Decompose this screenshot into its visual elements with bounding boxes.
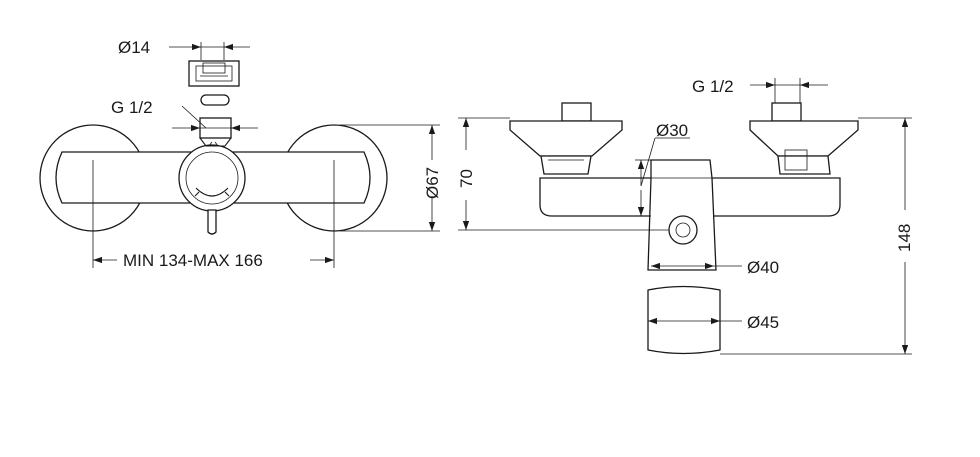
spout <box>647 285 721 355</box>
label-thread-left: G 1/2 <box>111 98 153 117</box>
label-outlet-diameter: Ø30 <box>656 121 688 140</box>
left-handle <box>509 120 623 157</box>
side-view <box>458 78 912 355</box>
connector-ring <box>668 215 698 245</box>
seal-ring <box>200 94 230 106</box>
left-spindle <box>561 102 592 122</box>
knob-lever <box>207 209 217 235</box>
label-span: MIN 134-MAX 166 <box>123 251 263 270</box>
label-spout-diameter: Ø45 <box>747 313 779 332</box>
filter-nut <box>188 60 240 87</box>
front-view <box>39 42 440 268</box>
center-column <box>647 159 717 271</box>
label-height-top: 70 <box>457 169 476 188</box>
control-knob <box>178 144 246 212</box>
label-neck-diameter: Ø40 <box>747 258 779 277</box>
label-thread-right: G 1/2 <box>692 77 734 96</box>
label-nut-diameter: Ø14 <box>118 38 150 57</box>
right-spindle <box>771 102 802 122</box>
label-total-height: 148 <box>895 224 914 252</box>
right-handle <box>749 120 859 157</box>
label-flange-diameter: Ø67 <box>423 167 442 199</box>
